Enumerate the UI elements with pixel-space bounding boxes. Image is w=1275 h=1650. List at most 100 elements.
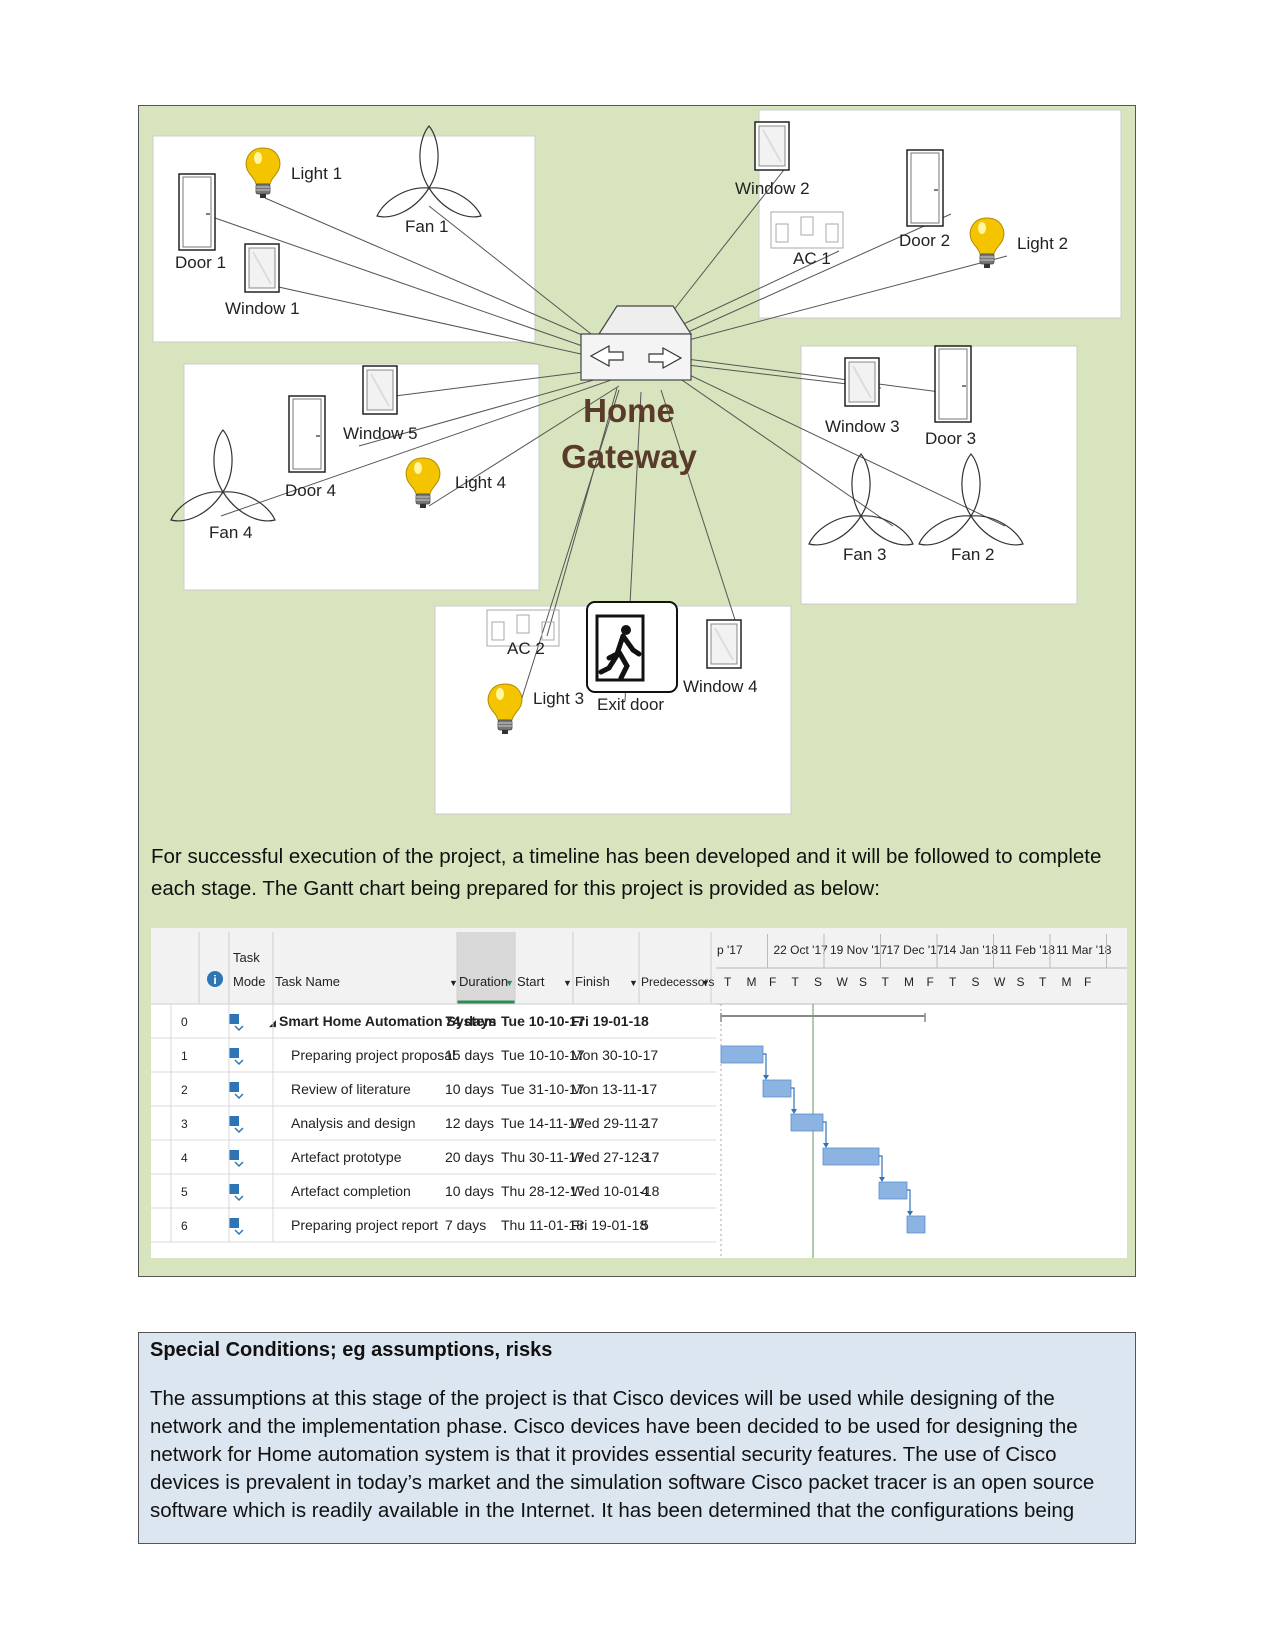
label-fan3: Fan 3 xyxy=(843,545,886,564)
dependency-link xyxy=(791,1087,795,1111)
duration-header-bg xyxy=(457,932,515,1004)
timescale-day-label: S xyxy=(972,975,980,989)
task-mode-icon xyxy=(234,1093,244,1100)
label-fan1: Fan 1 xyxy=(405,217,448,236)
window-icon xyxy=(844,357,880,407)
timescale-day-label: T xyxy=(882,975,890,989)
task-start: Tue 31-10-17 xyxy=(501,1081,585,1097)
home-gateway-icon xyxy=(580,305,693,381)
task-mode-icon xyxy=(234,1127,244,1134)
dependency-arrow-icon xyxy=(879,1177,885,1182)
label-ac1: AC 1 xyxy=(793,249,831,268)
gantt-bars xyxy=(720,1004,926,1258)
timescale-day-label: W xyxy=(837,975,849,989)
special-conditions-title: Special Conditions; eg assumptions, risk… xyxy=(150,1339,553,1361)
header-task-name: Task Name xyxy=(275,974,340,989)
task-predecessor: 3 xyxy=(641,1149,649,1165)
row-id: 4 xyxy=(181,1151,188,1165)
task-finish: Wed 27-12-17 xyxy=(571,1149,660,1165)
special-conditions-body: The assumptions at this stage of the pro… xyxy=(150,1387,1095,1522)
window-icon xyxy=(754,121,790,171)
task-name: Review of literature xyxy=(291,1081,411,1097)
task-finish: Fri 19-01-18 xyxy=(571,1013,649,1029)
filter-arrow-icon[interactable]: ▼ xyxy=(701,978,710,988)
task-mode-icon xyxy=(229,1082,239,1092)
timescale-month-label: 14 Jan '18 xyxy=(943,943,998,957)
dependency-link xyxy=(879,1155,883,1179)
timescale-day-label: M xyxy=(904,975,914,989)
task-predecessor: 1 xyxy=(641,1081,649,1097)
task-finish: Mon 30-10-17 xyxy=(571,1047,658,1063)
dependency-link xyxy=(763,1053,767,1077)
task-finish: Wed 10-01-18 xyxy=(571,1183,660,1199)
gantt-chart: i Task Mode Task Name ▼ Duration ▼ Start… xyxy=(151,928,1127,1258)
filter-arrow-icon[interactable]: ▼ xyxy=(505,978,514,988)
task-name: Artefact prototype xyxy=(291,1149,402,1165)
window-icon xyxy=(706,619,742,669)
timescale-month-label: 11 Mar '18 xyxy=(1056,943,1112,957)
task-predecessor: 4 xyxy=(641,1183,649,1199)
task-mode-icon xyxy=(234,1025,244,1032)
row-id: 6 xyxy=(181,1219,188,1233)
timescale-day-label: T xyxy=(792,975,800,989)
door-icon xyxy=(934,345,972,423)
task-duration: 7 days xyxy=(445,1217,486,1233)
dependency-arrow-icon xyxy=(791,1109,797,1114)
dependency-link xyxy=(823,1121,827,1145)
header-duration[interactable]: Duration xyxy=(459,974,508,989)
task-duration: 10 days xyxy=(445,1081,494,1097)
label-window1: Window 1 xyxy=(225,299,300,318)
label-ac2: AC 2 xyxy=(507,639,545,658)
timescale-month-label: 11 Feb '18 xyxy=(1000,943,1056,957)
timescale-day-label: M xyxy=(747,975,757,989)
task-finish: Mon 13-11-17 xyxy=(571,1081,657,1097)
task-mode-icon xyxy=(234,1161,244,1168)
label-window2: Window 2 xyxy=(735,179,810,198)
header-task-mode-1: Task xyxy=(233,950,260,965)
gateway-label-line2: Gateway xyxy=(561,438,697,475)
task-name: Preparing project report xyxy=(291,1217,438,1233)
task-mode-icon xyxy=(234,1059,244,1066)
label-light4: Light 4 xyxy=(455,473,506,492)
label-light2: Light 2 xyxy=(1017,234,1068,253)
task-bar xyxy=(720,1045,764,1064)
task-start: Thu 11-01-18 xyxy=(501,1217,584,1233)
task-start: Thu 28-12-17 xyxy=(501,1183,585,1199)
label-light1: Light 1 xyxy=(291,164,342,183)
task-predecessor: 2 xyxy=(641,1115,649,1131)
timescale-day-label: S xyxy=(814,975,822,989)
special-conditions-section: Special Conditions; eg assumptions, risk… xyxy=(138,1332,1136,1544)
timescale-month-label: 17 Dec '17 xyxy=(887,943,944,957)
timescale-day-label: T xyxy=(724,975,732,989)
task-mode-icon xyxy=(229,1184,239,1194)
row-id: 3 xyxy=(181,1117,188,1131)
door-icon xyxy=(906,149,944,227)
task-start: Thu 30-11-17 xyxy=(501,1149,584,1165)
filter-arrow-icon[interactable]: ▼ xyxy=(563,978,572,988)
timescale-day-label: M xyxy=(1062,975,1072,989)
task-name: Artefact completion xyxy=(291,1183,411,1199)
timescale-day-label: T xyxy=(949,975,957,989)
filter-arrow-icon[interactable]: ▼ xyxy=(449,978,458,988)
task-mode-icon xyxy=(229,1218,239,1228)
timescale-month-label: p '17 xyxy=(717,943,743,957)
connection-lines xyxy=(214,165,1008,702)
task-bar xyxy=(790,1113,824,1132)
gantt-table-header xyxy=(151,928,716,1004)
dependency-arrow-icon xyxy=(823,1143,829,1148)
timescale-day-label: S xyxy=(1017,975,1025,989)
label-door2: Door 2 xyxy=(899,231,950,250)
filter-arrow-icon[interactable]: ▼ xyxy=(629,978,638,988)
task-bar xyxy=(878,1181,908,1200)
task-mode-icon xyxy=(234,1229,244,1236)
timescale-day-label: F xyxy=(927,975,934,989)
label-exitdoor: Exit door xyxy=(597,695,664,714)
row-id: 2 xyxy=(181,1083,188,1097)
dependency-link xyxy=(907,1189,911,1213)
task-bar xyxy=(762,1079,792,1098)
project-plan-section: Home Gateway Light 1 Fan 1 Door 1 Window… xyxy=(138,105,1136,1277)
network-diagram: Home Gateway Light 1 Fan 1 Door 1 Window… xyxy=(152,109,1122,815)
task-mode-icon xyxy=(229,1116,239,1126)
